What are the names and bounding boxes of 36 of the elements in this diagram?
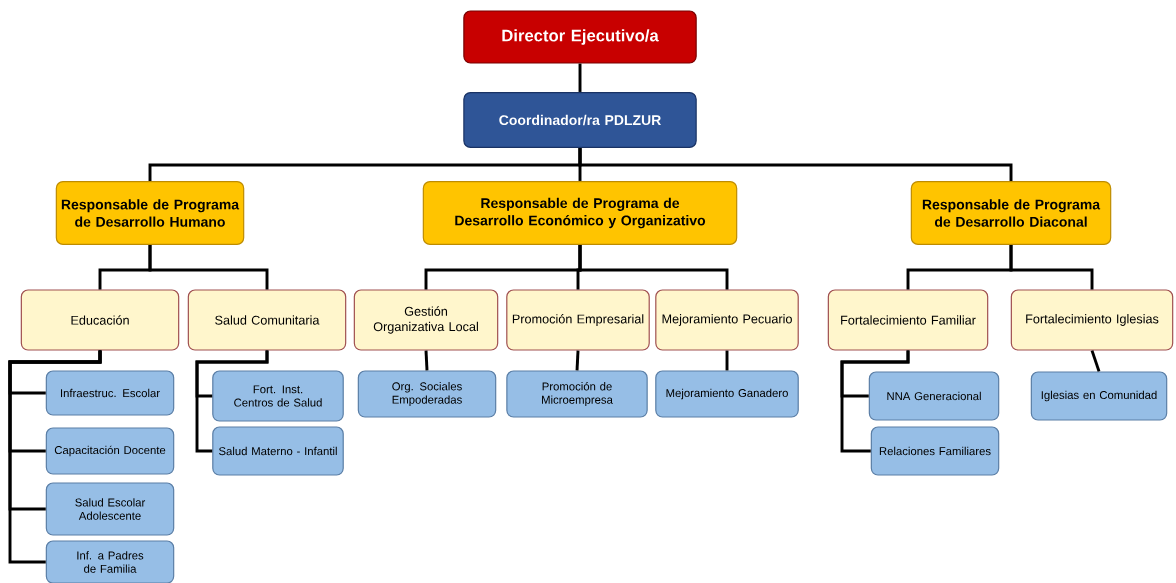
connector bbox=[195, 350, 269, 453]
connector bbox=[424, 350, 429, 371]
connector bbox=[578, 148, 1013, 181]
connector bbox=[575, 350, 580, 371]
connector bbox=[578, 63, 582, 92]
project-box: Relaciones Familiares bbox=[870, 426, 1000, 476]
project-box: Fort. Inst. Centros de Salud bbox=[212, 370, 344, 422]
connector bbox=[148, 245, 269, 290]
project-box: Org. Sociales Empoderadas bbox=[357, 370, 497, 418]
area-box: Fortalecimiento Iglesias bbox=[1010, 289, 1174, 351]
program-box: Responsable de Programa de Desarrollo Diaconal bbox=[910, 180, 1112, 246]
area-box: Fortalecimiento Familiar bbox=[827, 289, 989, 351]
project-box: Iglesias en Comunidad bbox=[1030, 371, 1168, 421]
connector bbox=[1009, 245, 1094, 290]
program-box: Responsable de Programa de Desarrollo Humano bbox=[55, 180, 245, 246]
area-box: Promoción Empresarial bbox=[506, 289, 650, 351]
connector bbox=[725, 350, 729, 371]
program-box: Responsable de Programa de Desarrollo Económico y Organizativo bbox=[422, 180, 738, 246]
area-box: Salud Comunitaria bbox=[187, 289, 347, 351]
area-box: Mejoramiento Pecuario bbox=[655, 289, 799, 351]
connector bbox=[840, 350, 910, 453]
connector bbox=[1090, 350, 1101, 372]
project-box: Promoción de Microempresa bbox=[506, 370, 648, 418]
project-box: Capacitación Docente bbox=[45, 427, 175, 475]
area-box: Educación bbox=[20, 289, 180, 351]
project-box: Salud Materno - Infantil bbox=[212, 426, 344, 476]
coordinator-box: Coordinador/ra PDLZUR bbox=[463, 91, 697, 149]
connector bbox=[8, 350, 102, 564]
project-box: Infraestruc. Escolar bbox=[45, 370, 175, 416]
area-box: Gestión Organizativa Local bbox=[353, 289, 499, 351]
project-box: Salud Escolar Adolescente bbox=[45, 482, 175, 536]
director-box: Director Ejecutivo/a bbox=[463, 10, 697, 64]
connector bbox=[578, 245, 729, 290]
project-box: NNA Generacional bbox=[868, 371, 1000, 421]
project-box: Mejoramiento Ganadero bbox=[655, 370, 799, 418]
project-box: Inf. a Padres de Familia bbox=[45, 540, 175, 583]
